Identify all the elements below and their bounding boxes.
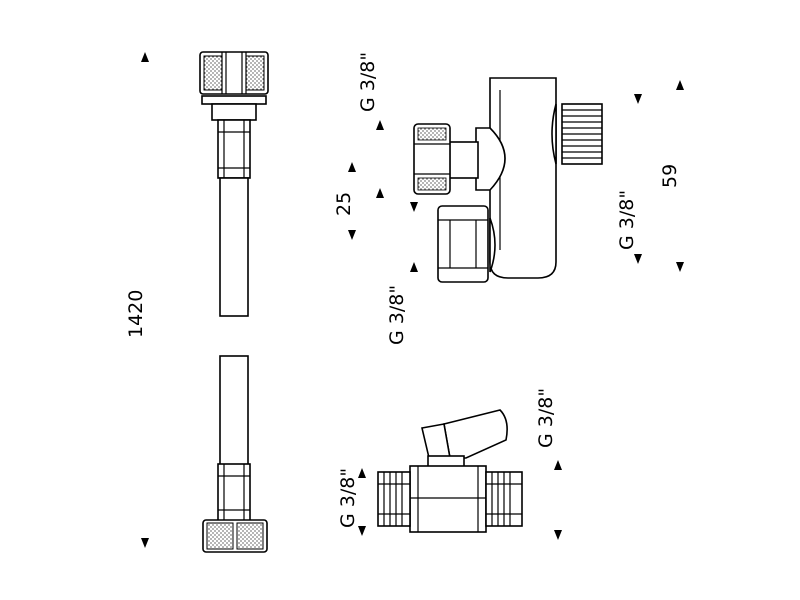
hose-body-bottom [219, 355, 249, 467]
ball-left-thread-label: G 3/8" [337, 468, 359, 528]
valve-knob [413, 123, 451, 195]
valve-inlet-nut [437, 205, 489, 283]
hose-washer [201, 95, 267, 105]
angle-valve [413, 77, 603, 283]
dim-arrow [410, 262, 418, 272]
ball-right-thread-label: G 3/8" [535, 388, 557, 448]
valve-dim-25-label: 25 [333, 192, 355, 216]
ball-valve-body [409, 465, 487, 533]
hose-top-ferrule [217, 119, 251, 179]
dim-arrow [676, 262, 684, 272]
dim-arrow [634, 254, 642, 264]
dim-arrow [554, 460, 562, 470]
dim-arrow [358, 468, 366, 478]
ball-valve-left-thread [377, 471, 411, 527]
dim-arrow [376, 120, 384, 130]
valve-top-thread-label: G 3/8" [357, 52, 379, 112]
dim-arrow [676, 80, 684, 90]
valve-right-thread-label: G 3/8" [616, 190, 638, 250]
ball-valve-lever [443, 409, 508, 459]
dim-arrow [376, 188, 384, 198]
hose-bottom-ferrule [217, 463, 251, 523]
dim-arrow-down [141, 538, 149, 548]
dim-arrow [348, 230, 356, 240]
dim-arrow [348, 162, 356, 172]
dim-arrow-up [141, 52, 149, 62]
dim-arrow [554, 530, 562, 540]
hose-body-top [219, 177, 249, 317]
hose-length-label: 1420 [125, 290, 147, 338]
flex-hose [199, 51, 269, 553]
dim-arrow [410, 202, 418, 212]
ball-valve [377, 409, 523, 533]
valve-height-label: 59 [659, 164, 681, 188]
dim-arrow [358, 526, 366, 536]
valve-bottom-thread-label: G 3/8" [386, 285, 408, 345]
dim-arrow [634, 94, 642, 104]
